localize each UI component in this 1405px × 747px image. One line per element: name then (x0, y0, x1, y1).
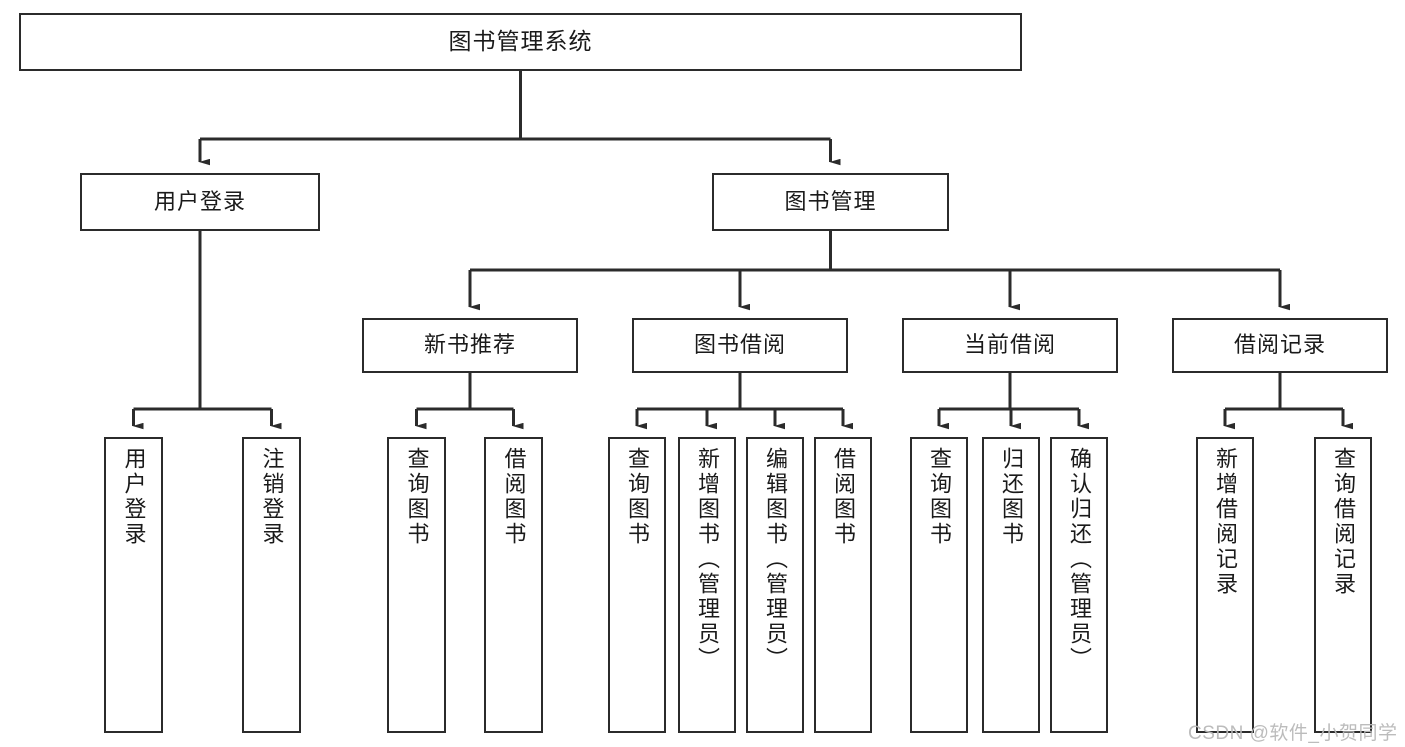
node-root[interactable]: 图书管理系统 (19, 13, 1022, 71)
node-leaf-query-book-2[interactable]: 查询图书 (608, 437, 666, 733)
watermark: CSDN @软件_小贺同学 (1188, 723, 1398, 744)
node-borrow-record[interactable]: 借阅记录 (1172, 318, 1388, 373)
node-leaf-user-login-label: 用户登录 (121, 447, 147, 547)
node-leaf-add-book-label: 新增图书（管理员） (694, 447, 720, 672)
node-user-login[interactable]: 用户登录 (80, 173, 320, 231)
node-book-manage[interactable]: 图书管理 (712, 173, 949, 231)
node-leaf-query-book-2-label: 查询图书 (624, 447, 650, 547)
node-new-book-recommend[interactable]: 新书推荐 (362, 318, 578, 373)
node-leaf-edit-book-label: 编辑图书（管理员） (762, 447, 788, 672)
node-borrow-record-label: 借阅记录 (1233, 332, 1326, 358)
node-leaf-query-book-3-label: 查询图书 (926, 447, 952, 547)
node-leaf-confirm-return[interactable]: 确认归还（管理员） (1050, 437, 1108, 733)
node-leaf-query-book-1-label: 查询图书 (404, 447, 430, 547)
node-leaf-borrow-book-1-label: 借阅图书 (501, 447, 527, 547)
node-root-label: 图书管理系统 (448, 28, 593, 55)
node-leaf-confirm-return-label: 确认归还（管理员） (1066, 447, 1092, 672)
node-leaf-add-record[interactable]: 新增借阅记录 (1196, 437, 1254, 733)
node-leaf-borrow-book-1[interactable]: 借阅图书 (484, 437, 543, 733)
node-book-borrow-label: 图书借阅 (693, 332, 786, 358)
node-book-manage-label: 图书管理 (784, 188, 877, 214)
node-leaf-return-book[interactable]: 归还图书 (982, 437, 1040, 733)
node-leaf-edit-book[interactable]: 编辑图书（管理员） (746, 437, 804, 733)
node-leaf-borrow-book-2-label: 借阅图书 (830, 447, 856, 547)
node-leaf-add-record-label: 新增借阅记录 (1212, 447, 1238, 597)
node-leaf-query-record-label: 查询借阅记录 (1330, 447, 1356, 597)
node-new-book-recommend-label: 新书推荐 (423, 332, 516, 358)
node-current-borrow[interactable]: 当前借阅 (902, 318, 1118, 373)
node-leaf-query-book-1[interactable]: 查询图书 (387, 437, 446, 733)
node-book-borrow[interactable]: 图书借阅 (632, 318, 848, 373)
node-leaf-query-record[interactable]: 查询借阅记录 (1314, 437, 1372, 733)
node-leaf-add-book[interactable]: 新增图书（管理员） (678, 437, 736, 733)
node-leaf-logout-label: 注销登录 (259, 447, 285, 547)
node-leaf-query-book-3[interactable]: 查询图书 (910, 437, 968, 733)
node-current-borrow-label: 当前借阅 (963, 332, 1056, 358)
node-leaf-borrow-book-2[interactable]: 借阅图书 (814, 437, 872, 733)
node-leaf-logout[interactable]: 注销登录 (242, 437, 301, 733)
node-user-login-label: 用户登录 (153, 188, 246, 214)
node-leaf-return-book-label: 归还图书 (998, 447, 1024, 547)
node-leaf-user-login[interactable]: 用户登录 (104, 437, 163, 733)
